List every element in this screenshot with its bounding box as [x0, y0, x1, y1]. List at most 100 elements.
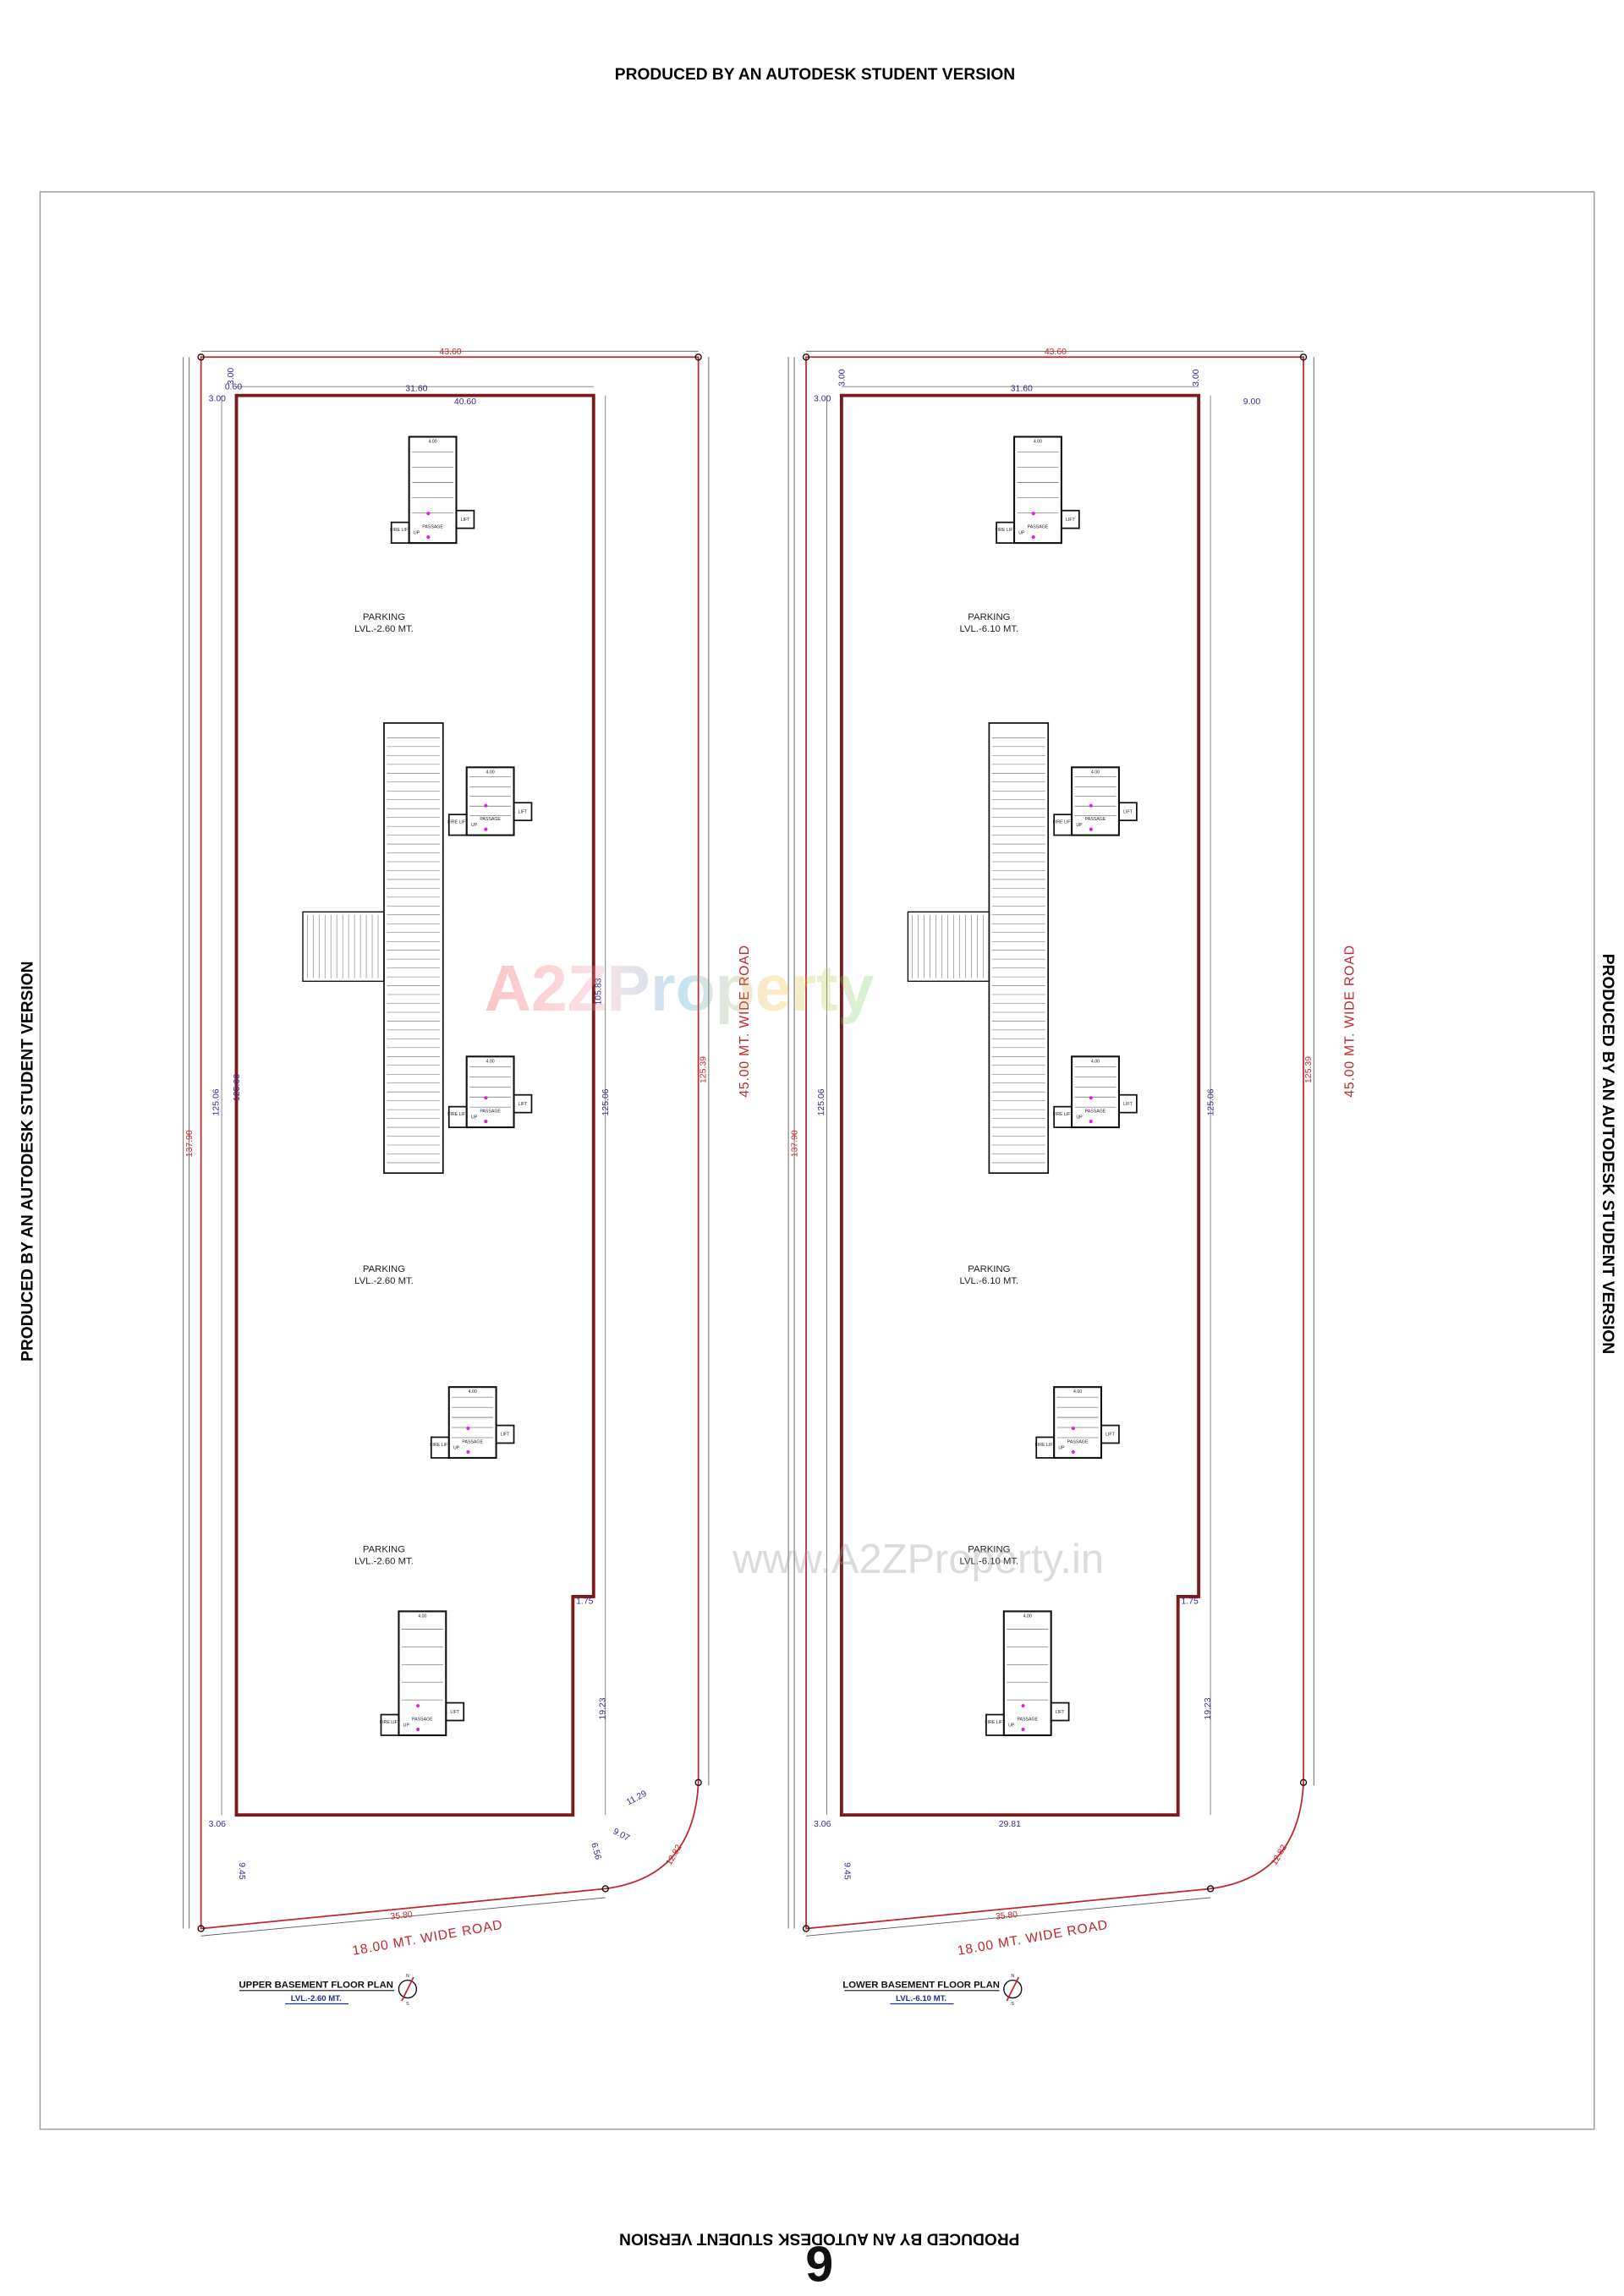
stair-up-label: UP — [1058, 1445, 1065, 1450]
dimension-lines — [183, 350, 710, 1929]
dimension-top_setback: 3.00 — [837, 369, 847, 386]
marker — [1089, 803, 1093, 808]
stair-dimension: 4.00 — [1073, 1389, 1082, 1395]
lift-label: LIFT — [518, 809, 529, 814]
marker — [1071, 1426, 1075, 1431]
dimension-right_plot: 125.39 — [1304, 1056, 1314, 1083]
front-road-label: 18.00 MT. WIDE ROAD — [351, 1918, 504, 1959]
fire-lift-box — [1053, 1105, 1073, 1128]
stair-dimension: 4.00 — [1091, 770, 1100, 775]
watermark-logo: A2ZProperty — [485, 953, 875, 1025]
dimension-lines — [787, 350, 1314, 1929]
parking-level: LVL.-2.60 MT. — [354, 624, 414, 634]
fire-lift-box — [430, 1436, 450, 1459]
dimension-overall_depth: 137.90 — [185, 1130, 195, 1157]
core-outline — [465, 1055, 515, 1129]
dimension-diag3: 6.56 — [589, 1842, 602, 1861]
dimension-notch: 1.75 — [576, 1597, 594, 1607]
passage-label: PASSAGE — [1085, 1110, 1106, 1115]
stair-dimension: 4.00 — [486, 770, 495, 775]
dimension-top_total: 43.60 — [439, 348, 461, 357]
fire-lift-label: FIRE LIFT — [996, 528, 1017, 533]
dimension-setback_width: 40.60 — [454, 397, 476, 407]
dimension-bottom_setback: 3.06 — [209, 1820, 227, 1829]
stair-dimension: 4.00 — [418, 1614, 426, 1619]
front-dim-line — [200, 1897, 606, 1937]
core-outline — [1002, 1610, 1052, 1737]
core-outline — [1071, 1055, 1120, 1129]
stair-dimension: 4.00 — [486, 1059, 495, 1064]
marker — [484, 1119, 488, 1124]
dimension-overall_depth: 137.90 — [791, 1130, 800, 1157]
parking-level: LVL.-6.10 MT. — [960, 1276, 1019, 1286]
marker — [1089, 1096, 1093, 1100]
lift-label: LIFT — [1106, 1433, 1116, 1438]
parking-label: PARKING — [968, 612, 1010, 622]
core-outline — [447, 1386, 497, 1459]
lift-label: LIFT — [518, 1102, 529, 1107]
lift-box — [1061, 509, 1080, 529]
compass-south: S — [406, 2002, 409, 2007]
lift-box — [513, 802, 533, 822]
lift-label: LIFT — [461, 518, 471, 523]
stair-dimension: 4.00 — [428, 439, 436, 444]
core-outline — [408, 436, 458, 545]
lift-box — [445, 1701, 465, 1722]
plot-boundary — [200, 356, 700, 1930]
side-road-label: 45.00 MT. WIDE ROAD — [738, 945, 752, 1097]
dimension-right_plot: 125.39 — [699, 1056, 708, 1083]
dimension-inner_width: 31.60 — [405, 384, 427, 393]
dimension-right_setback: 9.00 — [1243, 397, 1261, 407]
marker — [1021, 1703, 1025, 1708]
plot-corner-marker — [694, 1778, 702, 1786]
dimension-front: 35.80 — [995, 1910, 1018, 1922]
page-number: 9 — [805, 2236, 833, 2293]
plot-corner-marker — [197, 353, 205, 361]
passage-label: PASSAGE — [1017, 1718, 1038, 1723]
stamp-right: PRODUCED BY AN AUTODESK STUDENT VERSION — [1599, 954, 1616, 1354]
lift-box — [1118, 802, 1138, 822]
fire-lift-label: FIRE LIFT — [447, 1112, 469, 1117]
compass-icon — [1003, 1979, 1023, 1999]
passage-label: PASSAGE — [480, 1110, 501, 1115]
lift-label: LIFT — [450, 1710, 460, 1715]
building-outline — [839, 393, 1201, 1817]
marker — [484, 1096, 488, 1100]
dimension-diag1: 11.29 — [625, 1789, 649, 1808]
stair-dimension: 4.00 — [469, 1389, 477, 1395]
stair-up-label: UP — [1076, 823, 1083, 828]
fire-lift-box — [1053, 814, 1073, 836]
marker — [484, 803, 488, 808]
sheet-frame — [39, 191, 1595, 2130]
stair-up-label: UP — [1076, 1115, 1083, 1121]
compass-south: S — [1012, 2002, 1015, 2007]
parking-level: LVL.-6.10 MT. — [960, 1557, 1019, 1567]
stamp-left: PRODUCED BY AN AUTODESK STUDENT VERSION — [19, 962, 37, 1362]
dimension-left_bottom: 9.45 — [237, 1862, 246, 1880]
marker — [426, 535, 431, 540]
stair-dimension: 4.00 — [1034, 439, 1042, 444]
dimension-notch_depth: 19.23 — [599, 1697, 608, 1719]
plan-level: LVL.-2.60 MT. — [291, 1994, 342, 2003]
plot-corner-marker — [802, 1925, 810, 1932]
compass-arrow — [1006, 1976, 1020, 2002]
compass-north: N — [1011, 1974, 1014, 1979]
dimension-building_depth_right: 125.06 — [601, 1088, 611, 1115]
watermark-url: www.A2ZProperty.in — [732, 1537, 1104, 1582]
core-outline — [1012, 436, 1062, 545]
dimension-left_setback: 3.00 — [814, 395, 831, 404]
lift-label: LIFT — [1123, 1102, 1133, 1107]
parking-label: PARKING — [968, 1545, 1010, 1555]
dimension-bottom_width: 29.81 — [999, 1820, 1021, 1829]
dimension-left_setback: 3.00 — [209, 395, 227, 404]
plan-level: LVL.-6.10 MT. — [896, 1994, 946, 2003]
stair-up-label: UP — [471, 823, 478, 828]
marker — [484, 827, 488, 831]
front-dim-line — [805, 1897, 1211, 1937]
parking-label: PARKING — [363, 1264, 405, 1274]
